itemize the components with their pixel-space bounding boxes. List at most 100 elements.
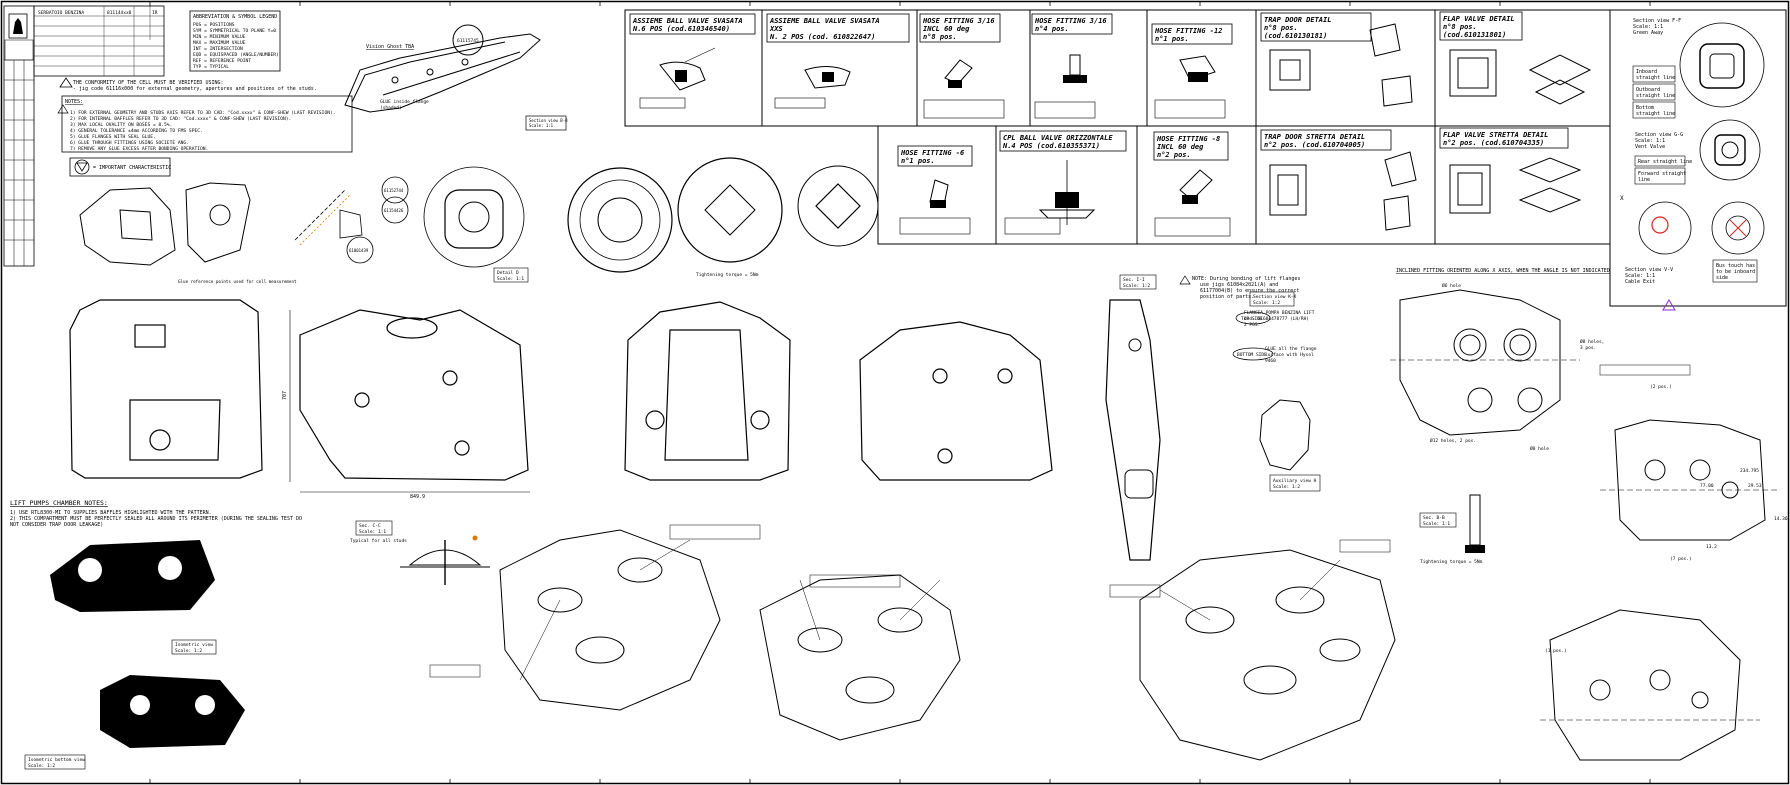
svg-text:position of parts.: position of parts. [1200,294,1254,300]
svg-text:HOSE FITTING 3/16: HOSE FITTING 3/16 [1034,17,1107,25]
symbol-legend: ABBREVIATION & SYMBOL LEGEND POS = POSIT… [189,10,281,72]
flange-plan-view [1390,289,1580,436]
section-kk: Section view K-K Scale: 1:2 FLANGIA POMP… [1244,291,1315,328]
detail-d: Detail D Scale: 1:1 [423,166,529,283]
width-dim: 849.9 [410,494,425,500]
svg-text:X: X [1620,195,1624,202]
svg-text:Scale: 1:1: Scale: 1:1 [1423,521,1450,527]
revision-triangle [1662,299,1676,311]
glue-flange-label: GLUE inside flange [380,99,429,105]
svg-text:N.6 POS (cod.610346540): N.6 POS (cod.610346540) [632,25,730,33]
fitting-box-ball-valve: ASSIEME BALL VALVE SVASATA N.6 POS (cod.… [629,13,756,109]
bottom-side-label: BOTTOM SIDE [1237,352,1267,358]
svg-text:Outboard: Outboard [1636,87,1660,93]
sec-ii-view: Sec. I-I Scale: 1:2 [1105,274,1161,561]
svg-text:(7 pos.): (7 pos.) [1670,556,1692,562]
svg-text:ABBREVIATION & SYMBOL LEGEND: ABBREVIATION & SYMBOL LEGEND [193,14,277,20]
svg-text:4) GENERAL TOLERANCE ±4mm ACCO: 4) GENERAL TOLERANCE ±4mm ACCORDING TO F… [70,128,203,134]
svg-text:2 POS.: 2 POS. [1244,322,1260,328]
tank-rear-view [624,301,791,481]
svg-text:14.36: 14.36 [1774,516,1788,522]
svg-text:Cable Exit: Cable Exit [1625,279,1655,285]
lift-pump-bottom-view: Isometric bottom view Scale: 1:2 [24,675,245,770]
section-view-label: Section view B-B [529,118,568,123]
svg-text:TRAP DOOR STRETTA DETAIL: TRAP DOOR STRETTA DETAIL [1264,133,1365,141]
svg-text:INCL 60 deg: INCL 60 deg [923,25,970,33]
svg-text:Typical for all studs: Typical for all studs [350,538,407,544]
svg-text:Vent Valve: Vent Valve [1635,144,1665,150]
svg-text:FLAP VALVE STRETTA DETAIL: FLAP VALVE STRETTA DETAIL [1443,131,1548,139]
svg-text:Inboard: Inboard [1636,69,1657,75]
svg-text:Section view F-F: Section view F-F [1633,18,1681,24]
fitting-box-hose-3-16-incl: HOSE FITTING 3/16 INCL 60 deg n°8 pos. [919,13,1005,119]
svg-text:N. 2 POS (cod. 610822647): N. 2 POS (cod. 610822647) [769,33,875,41]
svg-text:(cod.610130181): (cod.610130181) [1264,32,1327,40]
drawing-code: 811144xx0 [107,10,132,16]
svg-text:- jig code 61116x000 for exter: - jig code 61116x000 for external geomet… [73,86,317,92]
balloon-label: 61115745 [457,38,479,44]
svg-text:Scale: 1:1: Scale: 1:1 [1635,138,1665,144]
svg-text:straight line: straight line [1636,93,1675,99]
svg-text:Rear straight line: Rear straight line [1638,159,1692,165]
svg-text:7) REMOVE ANY GLUE EXCESS AFTE: 7) REMOVE ANY GLUE EXCESS AFTER BONDING … [70,146,208,152]
side-labels: TOP SIDE BOTTOM SIDE GLUE all the flange… [1232,311,1317,364]
glue-note: Glue reference points used for cell meas… [178,279,297,284]
zone-ticks [149,1,1651,784]
svg-text:Scale: 1:1: Scale: 1:1 [529,123,554,128]
svg-text:LIFT PUMPS CHAMBER NOTES:: LIFT PUMPS CHAMBER NOTES: [10,499,108,507]
svg-text:GLUE all the flange: GLUE all the flange [1265,346,1317,352]
fitting-box-hose-12: HOSE FITTING -12 n°1 pos. [1151,23,1233,119]
svg-text:n°1 pos.: n°1 pos. [901,157,935,165]
svg-text:XXS: XXS [769,25,783,33]
svg-text:Scale: 1:2: Scale: 1:2 [1123,283,1150,289]
tightening-torque: Tightening torque = 5Nm [696,272,759,278]
svg-text:1) USE RTL8300-MI TO SUPPLIES: 1) USE RTL8300-MI TO SUPPLIES BAFFLES HI… [10,510,212,516]
svg-text:= IMPORTANT CHARACTERISTIC: = IMPORTANT CHARACTERISTIC [93,165,171,171]
svg-text:Section view K-K: Section view K-K [1253,294,1297,300]
red-marker [1651,216,1669,234]
svg-text:Bottom: Bottom [1636,105,1654,111]
svg-text:(2 pos.): (2 pos.) [1650,384,1672,390]
svg-text:n°2 pos. (cod.610704335): n°2 pos. (cod.610704335) [1443,139,1544,147]
svg-text:29.53: 29.53 [1748,483,1762,489]
section-ff: Section view F-F Scale: 1:1 Green Away I… [1632,18,1765,119]
svg-text:3 pos.: 3 pos. [1580,345,1596,351]
svg-text:2) FOR INTERNAL BAFFLES REFER: 2) FOR INTERNAL BAFFLES REFER TO 3D CAD:… [70,116,291,122]
conformity-note: THE CONFORMITY OF THE CELL MUST BE VERIF… [59,77,317,92]
svg-text:ASSIEME BALL VALVE SVASATA: ASSIEME BALL VALVE SVASATA [769,17,880,25]
svg-text:77.00: 77.00 [1700,483,1714,489]
svg-text:Green Away: Green Away [1633,30,1663,36]
svg-text:HOSE FITTING -8: HOSE FITTING -8 [1156,135,1220,143]
fitting-box-ball-valve-xxs: ASSIEME BALL VALVE SVASATA XXS N. 2 POS … [766,13,910,109]
svg-text:CPL BALL VALVE ORIZZONTALE: CPL BALL VALVE ORIZZONTALE [1003,134,1113,142]
svg-text:234.795: 234.795 [1740,468,1759,474]
svg-text:MIN = MINIMUM VALUE: MIN = MINIMUM VALUE [193,34,246,40]
svg-text:n°8 pos.: n°8 pos. [1443,23,1477,31]
tank-isometric-right [1139,549,1396,761]
tank-3d-views [79,182,251,266]
svg-text:POS = POSITIONS: POS = POSITIONS [193,22,235,28]
svg-text:3) MAX LOCAL OVALITY ON BOSES: 3) MAX LOCAL OVALITY ON BOSES = 0.5%. [70,122,172,128]
svg-text:Scale: 1:2: Scale: 1:2 [1253,300,1280,306]
svg-text:Scale: 1:2: Scale: 1:2 [28,763,55,769]
sec-bb: Sec. B-B Scale: 1:1 Tightening torque = … [1419,494,1485,565]
svg-text:FLAP VALVE DETAIL: FLAP VALVE DETAIL [1443,15,1515,23]
tank-front-view [69,299,263,479]
flange-views [567,157,879,273]
svg-text:Bus touch has: Bus touch has [1716,263,1755,269]
svg-text:13.2: 13.2 [1706,544,1717,550]
svg-text:Isometric view: Isometric view [175,642,213,648]
svg-text:n°8 pos.: n°8 pos. [923,33,957,41]
fitting-box-hose-6: HOSE FITTING -6 n°1 pos. [897,145,973,235]
revision: IR [152,10,158,16]
svg-text:TRAP DOOR DETAIL: TRAP DOOR DETAIL [1264,16,1331,24]
lift-pumps-notes: LIFT PUMPS CHAMBER NOTES: 1) USE RTL8300… [10,499,302,528]
svg-text:N.4 POS (cod.610355371): N.4 POS (cod.610355371) [1002,142,1100,150]
svg-text:1) FOR EXTERNAL GEOMETRY AND S: 1) FOR EXTERNAL GEOMETRY AND STUDS AXIS … [70,110,336,116]
section-gg: Section view G-G Scale: 1:1 Vent Valve R… [1634,119,1761,185]
section-vv: Section view V-V Scale: 1:1 Cable Exit X… [1620,195,1765,311]
tank-side-view [859,321,1053,481]
svg-text:SYM = SYMMETRICAL TO PLANE Y=0: SYM = SYMMETRICAL TO PLANE Y=0 [193,28,276,34]
svg-text:Scale: 1:2: Scale: 1:2 [175,648,202,654]
